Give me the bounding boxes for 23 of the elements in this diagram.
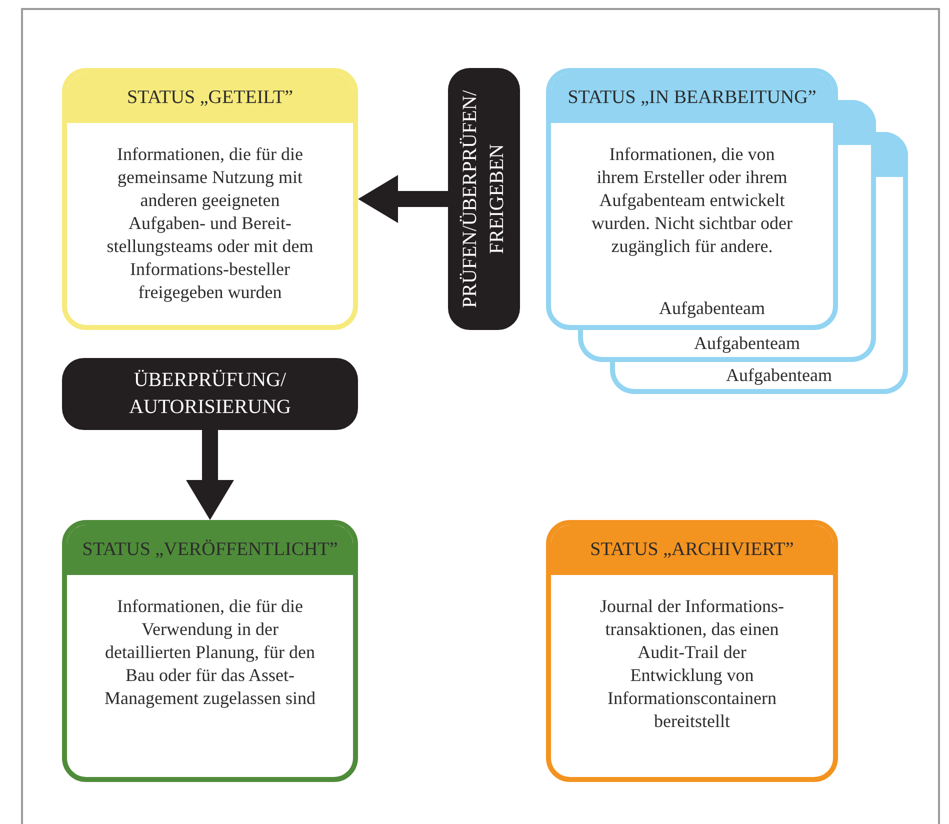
status-heading: STATUS „IN BEARBEITUNG” <box>568 87 816 109</box>
status-card <box>546 520 838 782</box>
stacked-card <box>610 362 908 394</box>
description-text: Journal der Informations-transaktionen, das einen Audit-Trail der Entwicklung von Informationscontainern bereitstellt <box>599 595 785 733</box>
stacked-card <box>578 330 876 362</box>
status-heading: STATUS „VERÖFFENTLICHT” <box>82 539 338 561</box>
description-text: Informationen, die für die gemeinsame Nutzung mit anderen geeigneten Aufgaben- und Bereit-stellungsteams oder mit dem Informations-besteller freigegeben wurden <box>106 143 314 304</box>
team-label: Aufgabenteam <box>658 298 766 319</box>
description-text: Informationen, die für die Verwendung in der detaillierten Planung, für den Bau oder für das Asset-Management zugelassen sind <box>104 595 316 710</box>
arrow <box>358 175 448 223</box>
action-banner <box>62 358 358 430</box>
action-label: ÜBERPRÜFUNG/ AUTORISIERUNG <box>128 368 292 420</box>
status-heading: STATUS „ARCHIVIERT” <box>590 539 794 561</box>
action-label: PRÜFEN/ÜBERPRÜFEN/ FREIGEBEN <box>458 89 509 310</box>
status-card <box>62 520 358 782</box>
status-card <box>546 68 838 330</box>
arrow <box>186 430 234 520</box>
description-text: Informationen, die von ihrem Ersteller oder ihrem Aufgabenteam entwickelt wurden. Nicht sichtbar oder zugänglich für andere. <box>590 143 794 258</box>
status-heading: STATUS „GETEILT” <box>126 87 294 109</box>
action-banner <box>448 68 520 330</box>
status-card <box>62 68 358 330</box>
team-label: Aufgabenteam <box>725 365 833 386</box>
team-label: Aufgabenteam <box>693 333 801 354</box>
